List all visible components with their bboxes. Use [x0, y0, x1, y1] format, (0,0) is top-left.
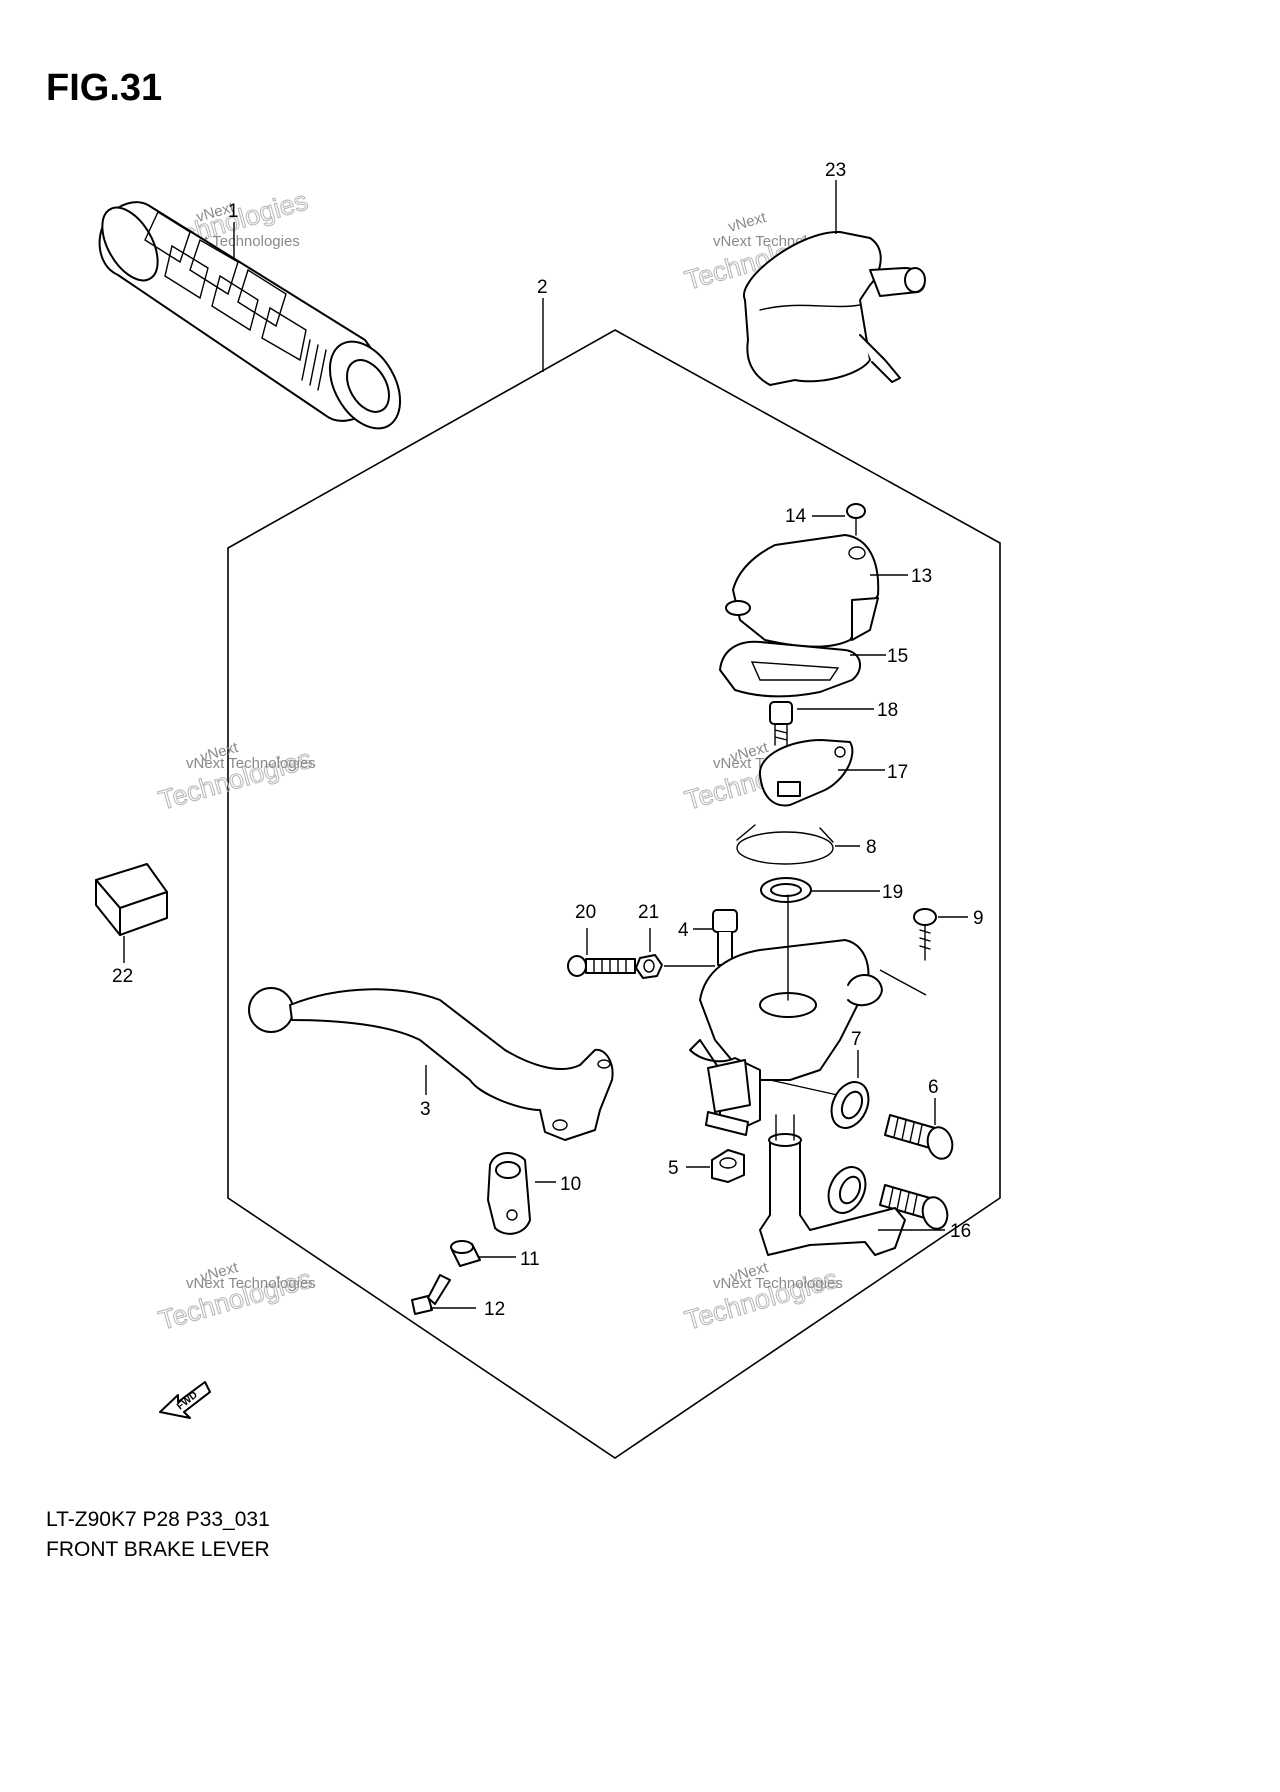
adjuster-bolt-part-6 — [879, 1114, 954, 1230]
bolt-part-18 — [769, 701, 793, 746]
figure-title: FIG.31 — [46, 67, 162, 109]
callout-10: 10 — [560, 1174, 581, 1195]
callout-18: 18 — [877, 700, 898, 721]
callout-8: 8 — [866, 837, 877, 858]
fwd-arrow-icon: FWD — [159, 1381, 211, 1419]
cover-part-13 — [725, 534, 880, 648]
svg-text:vNext Technologies: vNext Technologies — [713, 1275, 843, 1292]
callout-2: 2 — [537, 277, 548, 298]
watermark-mid-left: Technologies vNext vNext Technologies — [155, 739, 316, 817]
spring-part-8 — [736, 824, 834, 865]
svg-text:vNext Technologies: vNext Technologies — [186, 1275, 316, 1292]
cable-holder-part-10 — [487, 1152, 531, 1235]
brake-lever-part-3 — [248, 987, 614, 1141]
callout-3: 3 — [420, 1099, 431, 1120]
washer-part-19 — [760, 877, 812, 903]
part-group-title: FRONT BRAKE LEVER — [46, 1538, 270, 1561]
callout-20: 20 — [575, 902, 596, 923]
callout-11: 11 — [520, 1249, 540, 1270]
callout-6: 6 — [928, 1077, 939, 1098]
gasket-part-15 — [719, 640, 861, 698]
callout-1: 1 — [228, 201, 239, 222]
lock-nut-part-7 — [827, 1081, 870, 1214]
collar-part-11 — [450, 1240, 481, 1267]
screw-9-guide-line — [879, 969, 927, 996]
plate-part-17 — [758, 739, 854, 807]
grip-part-1 — [98, 201, 402, 430]
callout-21: 21 — [638, 902, 659, 923]
block-part-22 — [95, 863, 168, 936]
pivot-bolt-part-4 — [712, 909, 738, 966]
callout-19: 19 — [882, 882, 903, 903]
switch-cover-part-23 — [742, 230, 926, 386]
parking-lever-part-16 — [759, 1114, 906, 1256]
callout-7: 7 — [851, 1029, 862, 1050]
callout-17: 17 — [887, 762, 908, 783]
callout-23: 23 — [825, 160, 846, 181]
callout-16: 16 — [950, 1221, 971, 1242]
bolt-part-12 — [411, 1274, 451, 1315]
svg-text:vNext Technologies: vNext Technologies — [186, 755, 316, 772]
callout-4: 4 — [678, 920, 689, 941]
screw-part-9 — [913, 908, 937, 961]
callout-22: 22 — [112, 966, 133, 987]
model-code: LT-Z90K7 P28 P33_031 — [46, 1508, 270, 1531]
callout-12: 12 — [484, 1299, 505, 1320]
assembly-frame — [227, 329, 1001, 1459]
nut-part-5 — [711, 1149, 745, 1183]
watermark-bottom-left: Technologies vNext vNext Technologies — [155, 1259, 316, 1337]
callout-5: 5 — [668, 1158, 679, 1179]
screw-part-14 — [846, 503, 866, 536]
watermark-bottom-right: Technologies vNext vNext Technologies — [681, 1259, 843, 1337]
callout-13: 13 — [911, 566, 932, 587]
lever-bracket-housing — [689, 894, 883, 1136]
callout-15: 15 — [887, 646, 908, 667]
svg-text:vNext: vNext — [726, 209, 768, 236]
callout-14: 14 — [785, 506, 807, 527]
screw-part-20 — [567, 955, 636, 977]
callout-9: 9 — [973, 908, 984, 929]
nut-part-21 — [635, 954, 663, 979]
